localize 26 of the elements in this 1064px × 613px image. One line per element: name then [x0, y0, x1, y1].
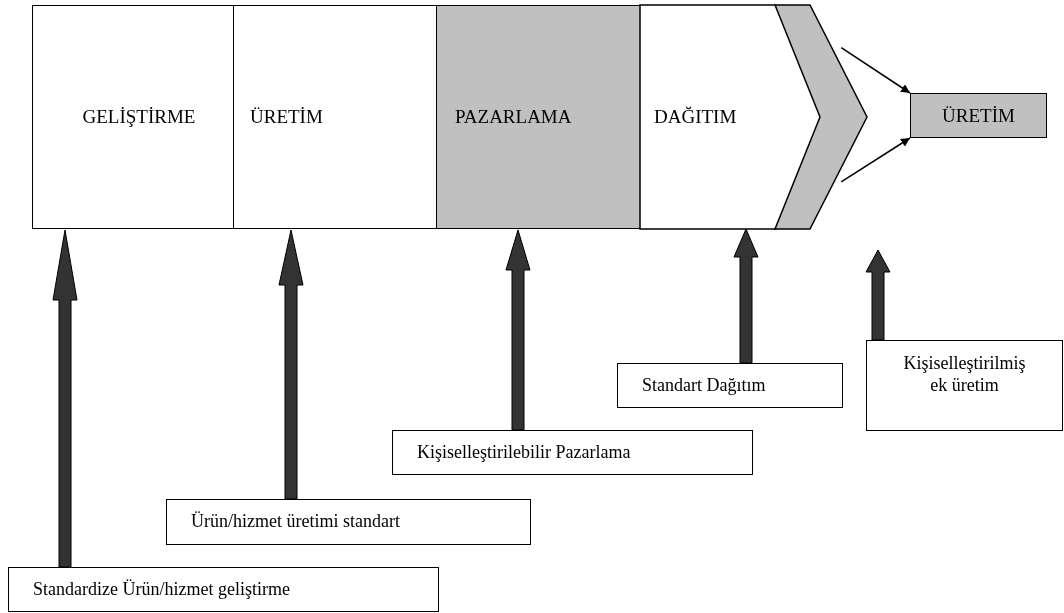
block-arrow: [733, 228, 759, 364]
process-box: [910, 93, 1047, 138]
note-text: Kişiselleştirilebilir Pazarlama: [416, 441, 631, 464]
block-arrow: [505, 229, 531, 431]
note-text: Standart Dağıtım: [641, 374, 766, 397]
note-box: [866, 340, 1063, 431]
stage-label: ÜRETİM: [942, 104, 1015, 127]
note-box: [617, 363, 843, 408]
note-text: Kişiselleştirilmiş ek üretim: [902, 353, 1027, 397]
stage-label: ÜRETİM: [250, 106, 323, 128]
block-arrow: [278, 229, 304, 500]
note-text: Ürün/hizmet üretimi standart: [190, 511, 400, 533]
block-arrow: [52, 229, 78, 568]
stage-label: DAĞITIM: [654, 106, 737, 128]
note-box: [166, 499, 531, 545]
arrow: [840, 46, 911, 94]
stage-box: [32, 5, 234, 229]
note-box: [8, 567, 439, 612]
note-box: [392, 430, 753, 475]
stage-box: [436, 5, 641, 229]
block-arrow: [865, 249, 891, 341]
stage-label: PAZARLAMA: [455, 106, 572, 128]
stage-box: [233, 5, 437, 229]
stage-label: GELİŞTİRME: [82, 106, 196, 128]
arrow: [840, 137, 911, 183]
note-text: Standardize Ürün/hizmet geliştirme: [32, 578, 290, 601]
